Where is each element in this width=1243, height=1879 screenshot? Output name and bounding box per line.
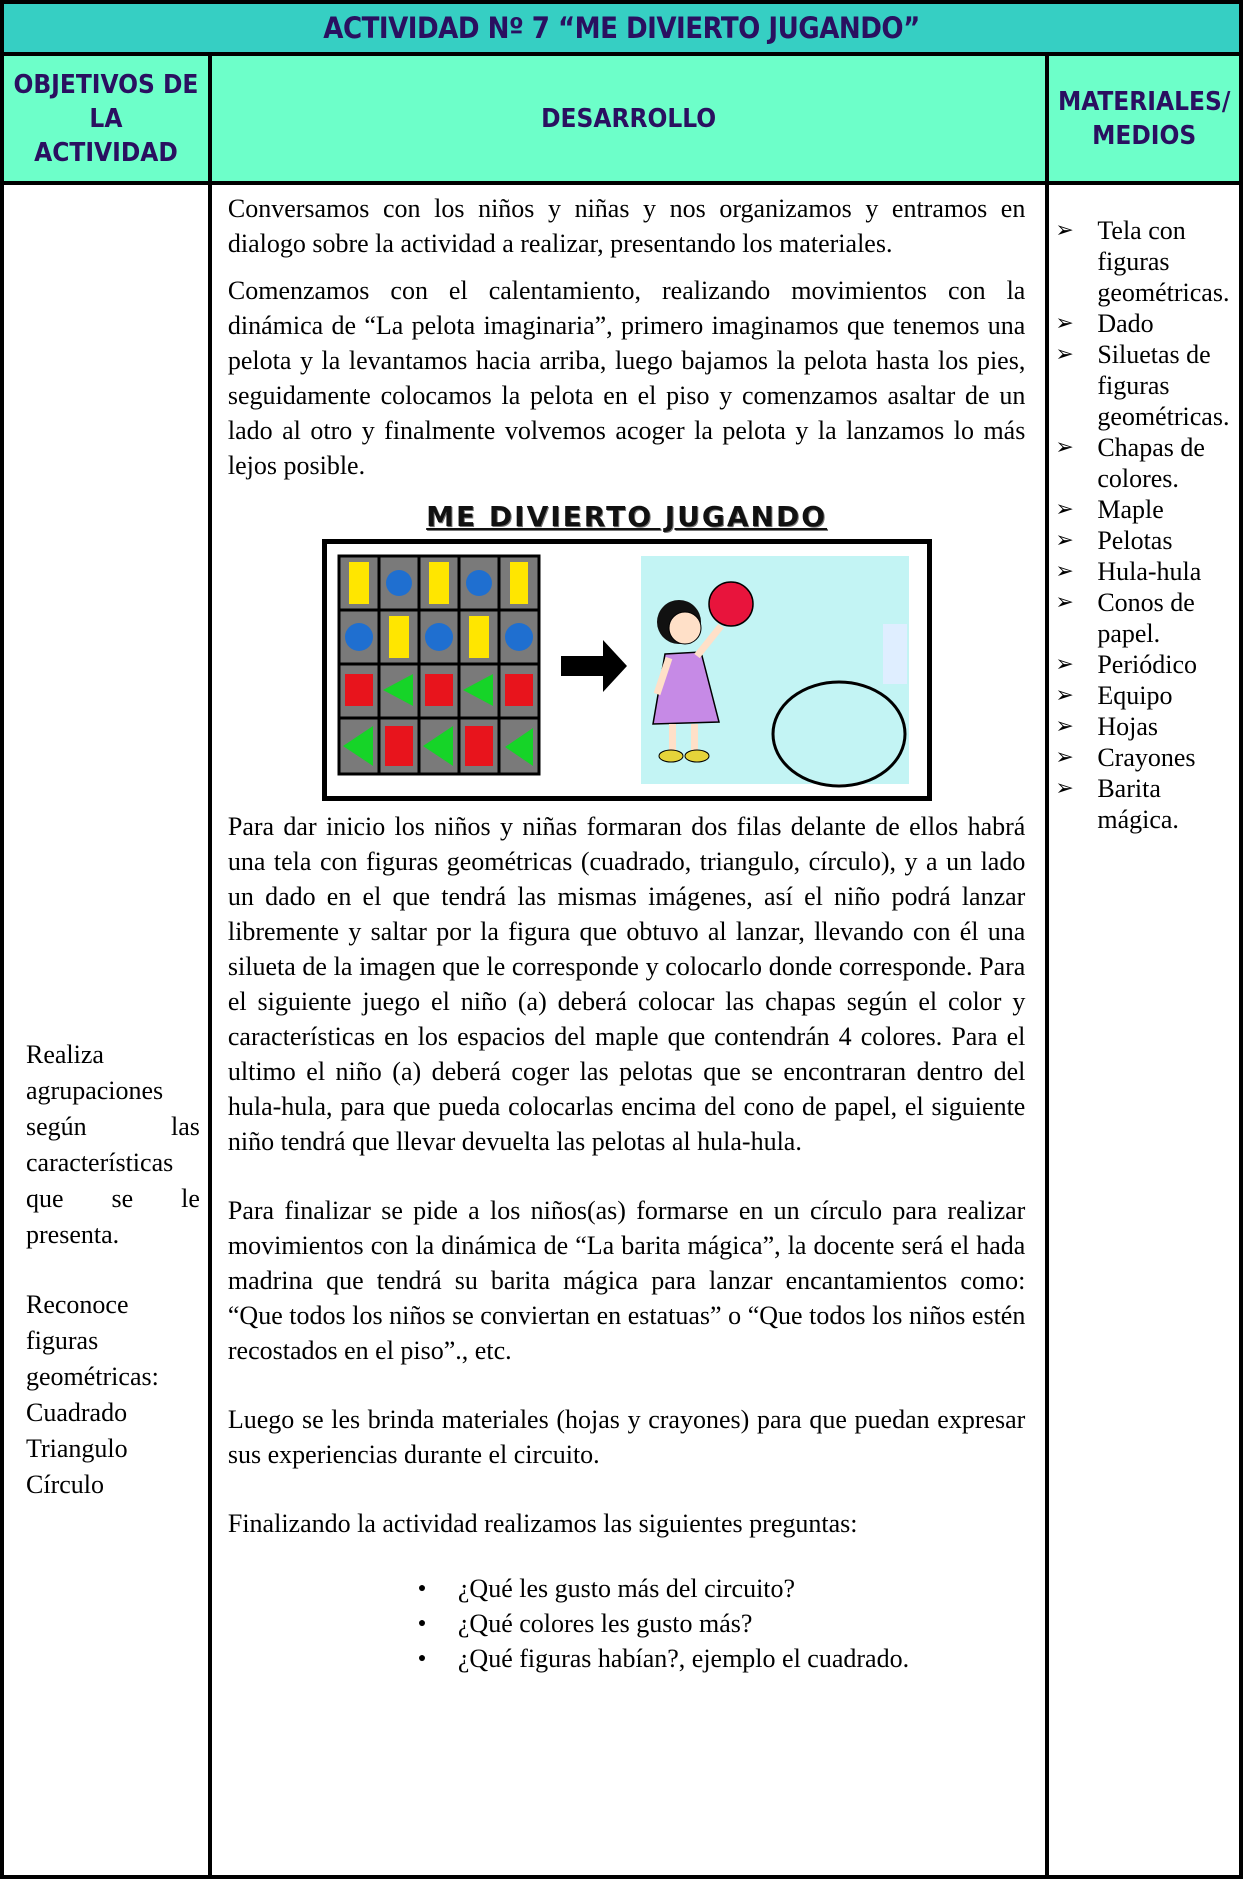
desarrollo-cell: Conversamos con los niños y niñas y nos … (207, 181, 1050, 1879)
arrowhead-bullet-icon: ➢ (1055, 590, 1074, 615)
header-objetivos: OBJETIVOS DE LA ACTIVIDAD (0, 52, 212, 185)
arrowhead-bullet-icon: ➢ (1055, 559, 1074, 584)
header-objetivos-line: OBJETIVOS DE (13, 69, 199, 100)
material-text: geométricas. (1097, 402, 1230, 431)
arrowhead-bullet-icon: ➢ (1055, 528, 1074, 553)
material-text: Chapas de (1097, 433, 1205, 462)
material-text: Hojas (1097, 712, 1159, 741)
arrowhead-bullet-icon: ➢ (1055, 776, 1074, 801)
material-text: Equipo (1097, 681, 1173, 710)
material-item: ➢ Equipo (1055, 680, 1233, 711)
arrowhead-bullet-icon: ➢ (1055, 745, 1074, 770)
paragraph-finalizar: Para finalizar se pide a los niños(as) f… (227, 1196, 1026, 1365)
question-item: ¿Qué les gusto más del circuito? (418, 1571, 1025, 1606)
arrowhead-bullet-icon: ➢ (1055, 714, 1074, 739)
objetivo-1: Realiza agrupaciones según las caracterí… (26, 1037, 200, 1253)
header-desarrollo: DESARROLLO (207, 52, 1050, 185)
material-item: ➢ Maple (1055, 494, 1233, 525)
paragraph-materiales: Luego se les brinda materiales (hojas y … (227, 1405, 1026, 1469)
arrowhead-bullet-icon: ➢ (1055, 652, 1074, 677)
objetivos-cell: Realiza agrupaciones según las caracterí… (0, 181, 212, 1879)
question-item: ¿Qué colores les gusto más? (418, 1606, 1025, 1641)
material-text: Pelotas (1097, 526, 1173, 555)
header-objetivos-line: LA (89, 103, 123, 134)
material-text: papel. (1097, 619, 1161, 648)
material-item: ➢ Periódico (1055, 649, 1233, 680)
question-item: ¿Qué figuras habían?, ejemplo el cuadrad… (418, 1641, 1025, 1676)
material-item: ➢ Hojas (1055, 711, 1233, 742)
material-text: Hula-hula (1097, 557, 1202, 586)
material-text: Barita (1097, 774, 1161, 803)
paragraph-intro: Conversamos con los niños y niñas y nos … (227, 194, 1026, 258)
objetivo-text: según las (26, 1112, 200, 1141)
material-text: Siluetas de (1097, 340, 1211, 369)
objetivo-text: que se le (26, 1184, 200, 1213)
objetivo-text: presenta. (26, 1220, 120, 1249)
objetivo-text: Triangulo (26, 1434, 128, 1463)
material-item: ➢ Pelotas (1055, 525, 1233, 556)
image-title-text: ME DIVIERTO JUGANDO (426, 500, 828, 533)
material-text: Tela con (1097, 216, 1186, 245)
material-text: colores. (1097, 464, 1179, 493)
objetivo-text: Reconoce (26, 1290, 129, 1319)
material-text: figuras (1097, 247, 1170, 276)
objetivo-text: geométricas: (26, 1362, 159, 1391)
material-text: Dado (1097, 309, 1154, 338)
material-item: ➢ Dado (1055, 308, 1233, 339)
objetivo-2: Reconoce figuras geométricas: Cuadrado T… (26, 1287, 200, 1503)
material-item: ➢ Hula-hula (1055, 556, 1233, 587)
objetivo-text: figuras (26, 1326, 99, 1355)
illustration-svg (337, 554, 909, 788)
paragraph-inicio: Para dar inicio los niños y niñas formar… (227, 812, 1026, 1156)
paragraph-preguntas: Finalizando la actividad realizamos las … (227, 1509, 858, 1538)
arrowhead-bullet-icon: ➢ (1055, 683, 1074, 708)
arrowhead-bullet-icon: ➢ (1055, 435, 1074, 460)
material-item: ➢ Crayones (1055, 742, 1233, 773)
material-text: Conos de (1097, 588, 1195, 617)
arrowhead-bullet-icon: ➢ (1055, 342, 1074, 367)
objetivo-text: Cuadrado (26, 1398, 128, 1427)
image-title: ME DIVIERTO JUGANDO (228, 499, 1025, 535)
material-text: Periódico (1097, 650, 1197, 679)
paragraph-calentamiento: Comenzamos con el calentamiento, realiza… (227, 276, 1026, 480)
material-text: Crayones (1097, 743, 1196, 772)
objetivo-text: Círculo (26, 1470, 104, 1499)
objetivo-text: características (26, 1148, 174, 1177)
header-materiales-line: MATERIALES/ (1057, 86, 1231, 117)
header-objetivos-line: ACTIVIDAD (34, 137, 178, 168)
objetivo-text: agrupaciones (26, 1076, 164, 1105)
objetivo-text: Realiza (26, 1040, 104, 1069)
questions-list: ¿Qué les gusto más del circuito? ¿Qué co… (228, 1571, 1025, 1676)
material-text: figuras (1097, 371, 1170, 400)
activity-title: ACTIVIDAD Nº 7 “ME DIVIERTO JUGANDO” (0, 0, 1243, 56)
header-materiales: MATERIALES/ MEDIOS (1045, 52, 1243, 185)
arrowhead-bullet-icon: ➢ (1055, 497, 1074, 522)
arrowhead-bullet-icon: ➢ (1055, 311, 1074, 336)
activity-illustration (321, 539, 932, 801)
material-text: Maple (1097, 495, 1164, 524)
material-text: mágica. (1097, 805, 1179, 834)
material-text: geométricas. (1097, 278, 1230, 307)
arrowhead-bullet-icon: ➢ (1055, 218, 1074, 243)
header-materiales-line: MEDIOS (1092, 120, 1197, 151)
